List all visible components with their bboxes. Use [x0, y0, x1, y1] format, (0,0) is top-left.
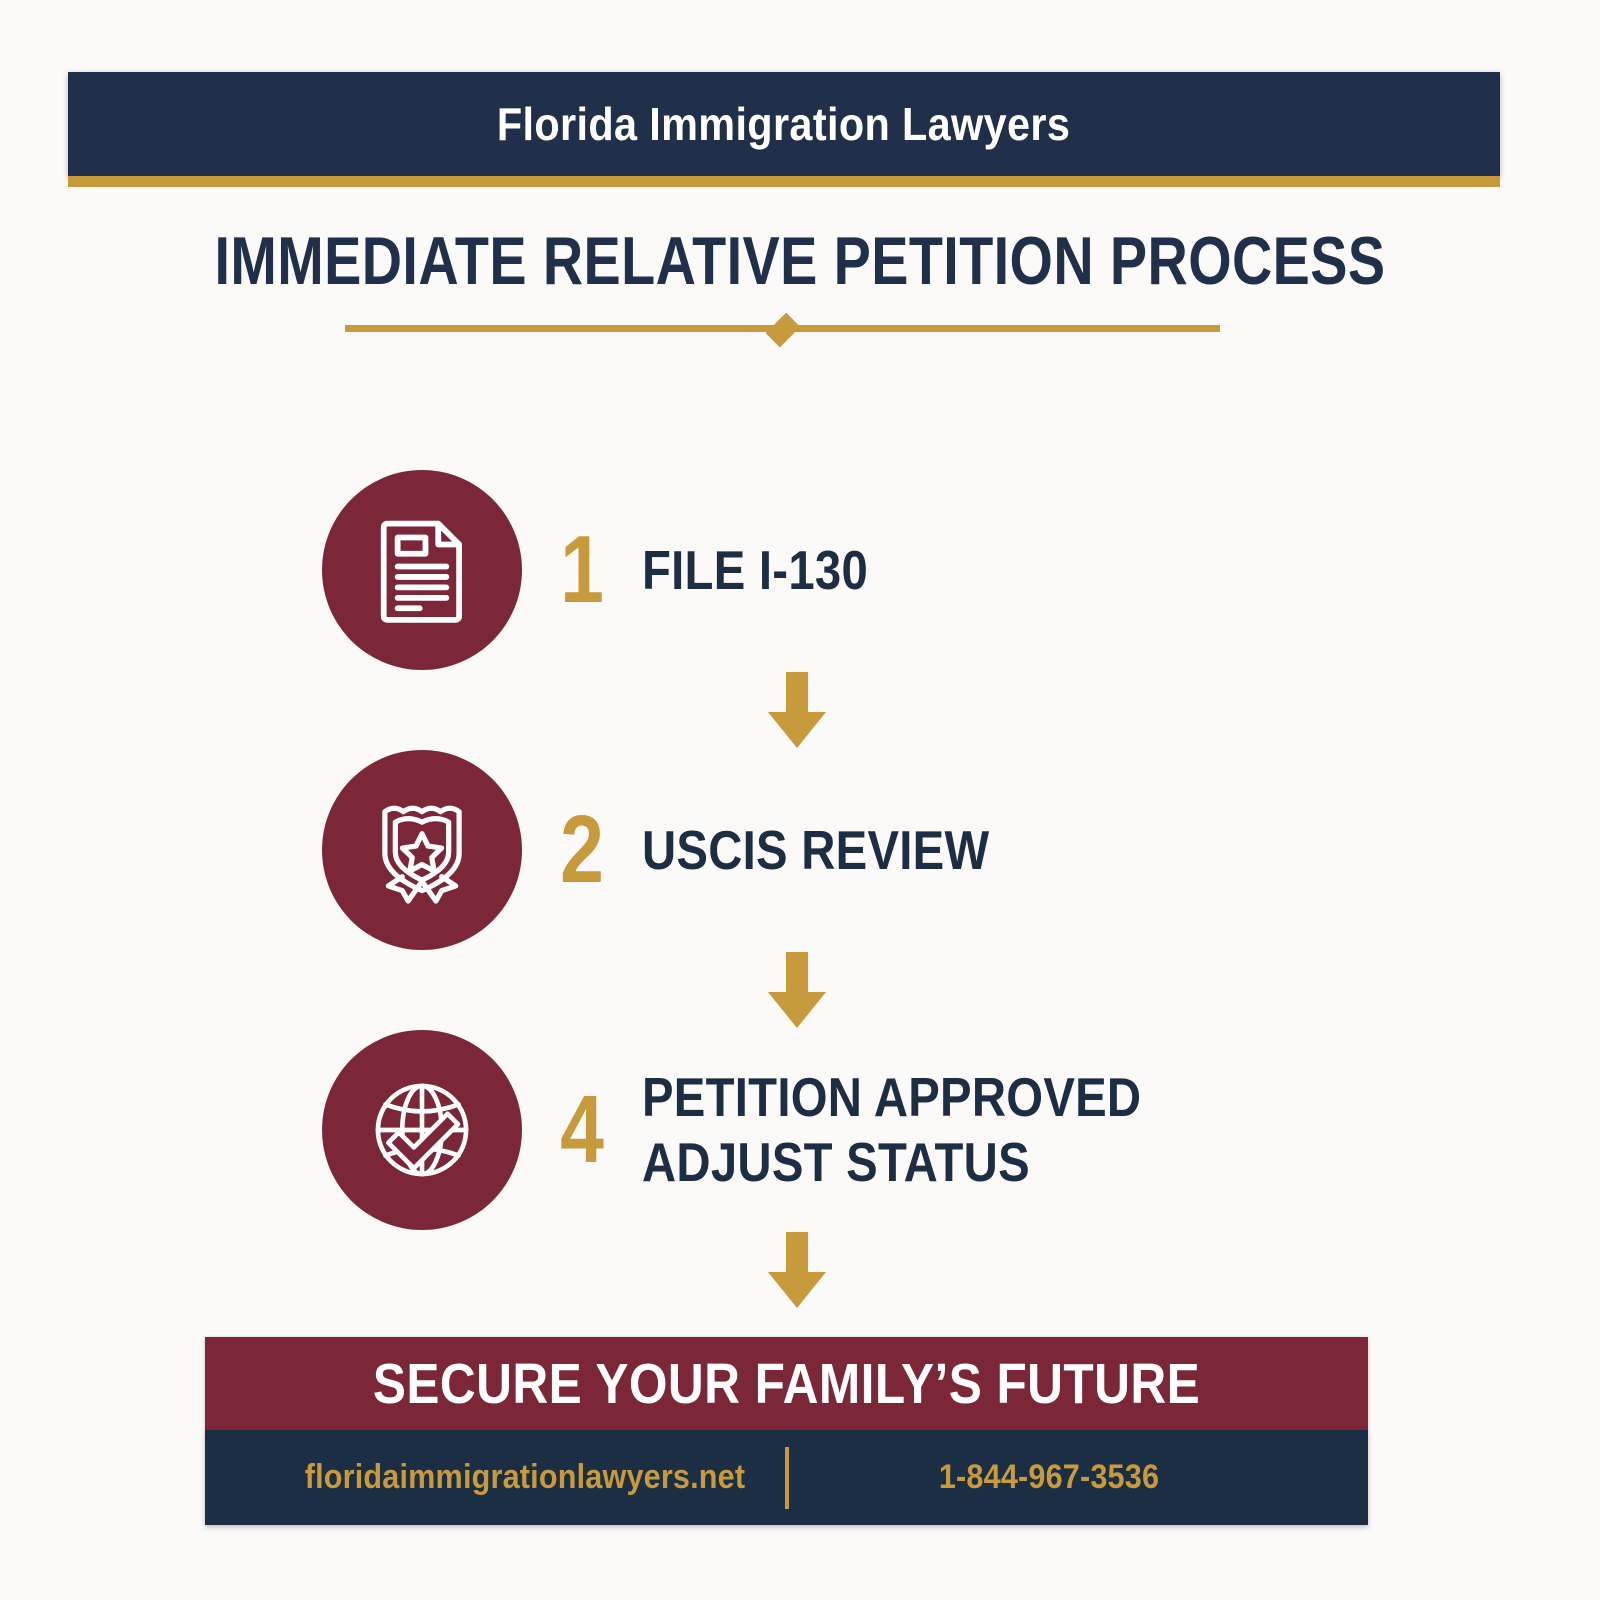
step-label: FILE I-130	[642, 538, 869, 601]
arrow-down-icon	[0, 670, 1600, 750]
step-row: 1 FILE I-130	[0, 470, 1600, 670]
step-number: 1	[560, 516, 604, 623]
step-row: 4 PETITION APPROVED ADJUST STATUS	[0, 1030, 1600, 1230]
title-divider	[345, 312, 1220, 348]
cta-banner[interactable]: SECURE YOUR FAMILY’S FUTURE	[205, 1337, 1368, 1430]
step-label: PETITION APPROVED ADJUST STATUS	[642, 1066, 1142, 1193]
document-icon	[364, 512, 480, 628]
arrow-down-glyph	[768, 952, 826, 1028]
footer-bar: floridaimmigrationlawyers.net 1-844-967-…	[205, 1430, 1368, 1525]
arrow-down-icon	[0, 950, 1600, 1030]
arrow-down-glyph	[768, 672, 826, 748]
globe-check-icon	[364, 1072, 480, 1188]
step-number: 2	[560, 796, 604, 903]
vertical-divider-icon	[784, 1446, 789, 1509]
arrow-down-icon	[0, 1230, 1600, 1310]
page-title: IMMEDIATE RELATIVE PETITION PROCESS	[214, 223, 1386, 299]
diamond-divider-icon	[765, 312, 800, 348]
step-icon-circle	[322, 1030, 522, 1230]
step-icon-circle	[322, 750, 522, 950]
step-row: 2 USCIS REVIEW	[0, 750, 1600, 950]
brand-title: Florida Immigration Lawyers	[497, 98, 1071, 150]
brand-header-bar: Florida Immigration Lawyers	[68, 72, 1500, 176]
step-icon-circle	[322, 470, 522, 670]
arrow-down-glyph	[768, 1232, 826, 1308]
step-label: USCIS REVIEW	[642, 818, 990, 881]
step-number: 4	[560, 1076, 604, 1183]
footer-phone[interactable]: 1-844-967-3536	[938, 1458, 1159, 1496]
brand-gold-rule	[68, 176, 1500, 187]
shield-badge-icon	[364, 792, 480, 908]
process-steps: 1 FILE I-130 2	[0, 470, 1600, 1310]
footer-website[interactable]: floridaimmigrationlawyers.net	[304, 1458, 745, 1496]
cta-headline: SECURE YOUR FAMILY’S FUTURE	[372, 1351, 1201, 1416]
